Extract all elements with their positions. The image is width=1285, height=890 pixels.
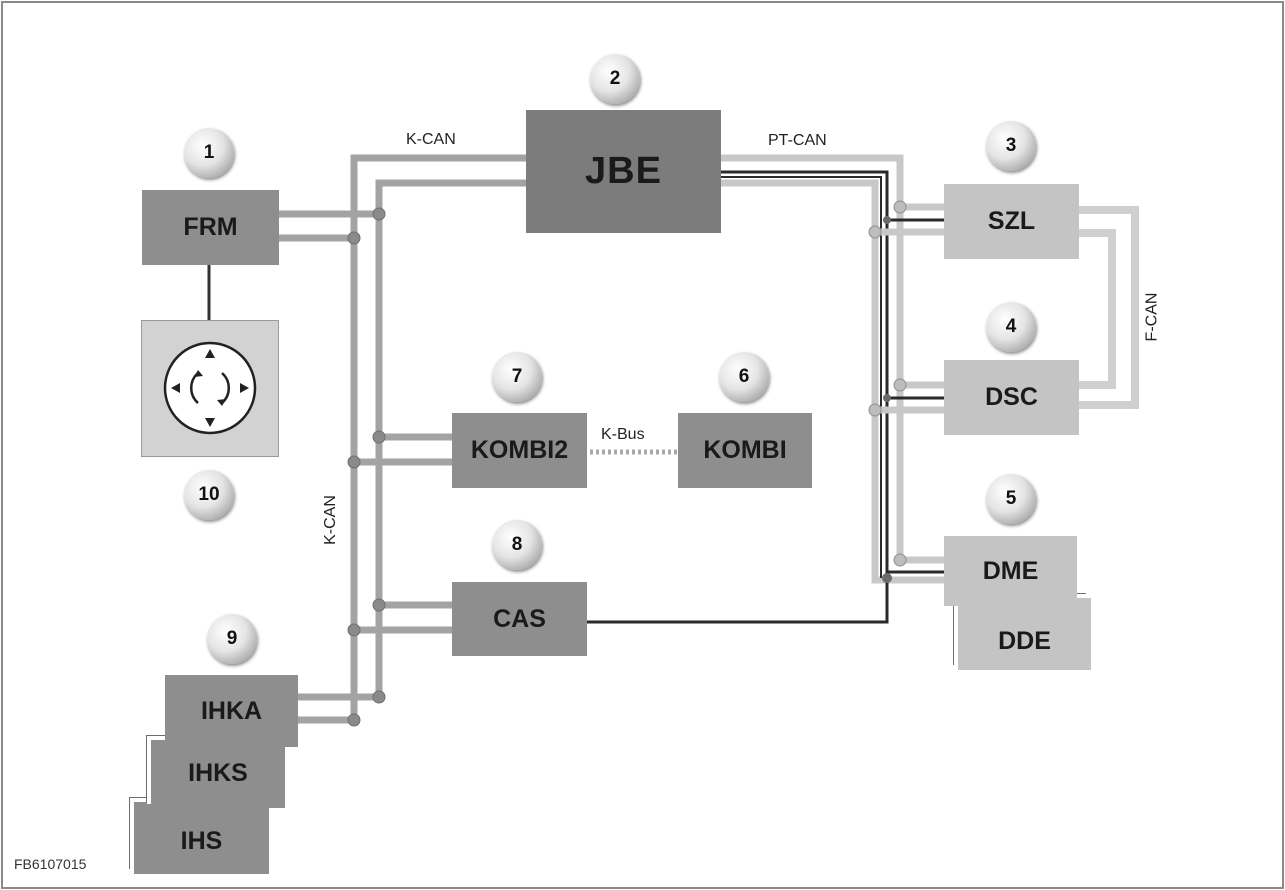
module-szl: SZL xyxy=(944,184,1079,259)
junction-dots xyxy=(347,207,386,727)
callout-2: 2 xyxy=(590,54,640,104)
callout-1: 1 xyxy=(184,128,234,178)
ptcan-wires xyxy=(587,154,947,624)
callout-9: 9 xyxy=(207,614,257,664)
module-jbe: JBE xyxy=(526,110,721,233)
callout-6: 6 xyxy=(719,352,769,402)
ptcan-junction-dots xyxy=(868,200,907,567)
idrive-controller-icon xyxy=(163,341,257,435)
label-fcan: F-CAN xyxy=(1143,292,1161,342)
module-ihks: IHKS xyxy=(151,740,285,808)
module-dme: DME xyxy=(944,536,1077,606)
controller-box xyxy=(141,320,279,457)
module-kombi2: KOMBI2 xyxy=(452,413,587,488)
callout-5: 5 xyxy=(986,474,1036,524)
callout-8: 8 xyxy=(492,520,542,570)
label-ptcan: PT-CAN xyxy=(768,132,827,149)
fcan-wires xyxy=(1079,206,1139,409)
module-kombi: KOMBI xyxy=(678,413,812,488)
label-kcan-side: K-CAN xyxy=(321,495,339,545)
callout-7: 7 xyxy=(492,352,542,402)
module-ihka: IHKA xyxy=(165,675,298,747)
figure-id: FB6107015 xyxy=(14,856,87,872)
module-ihs: IHS xyxy=(134,802,269,874)
label-kcan-top: K-CAN xyxy=(406,131,456,148)
module-dde: DDE xyxy=(958,598,1091,670)
callout-10: 10 xyxy=(184,470,234,520)
module-dsc: DSC xyxy=(944,360,1079,435)
label-kbus: K-Bus xyxy=(601,426,645,443)
module-cas: CAS xyxy=(452,582,587,656)
module-frm: FRM xyxy=(142,190,279,265)
callout-4: 4 xyxy=(986,302,1036,352)
callout-3: 3 xyxy=(986,121,1036,171)
